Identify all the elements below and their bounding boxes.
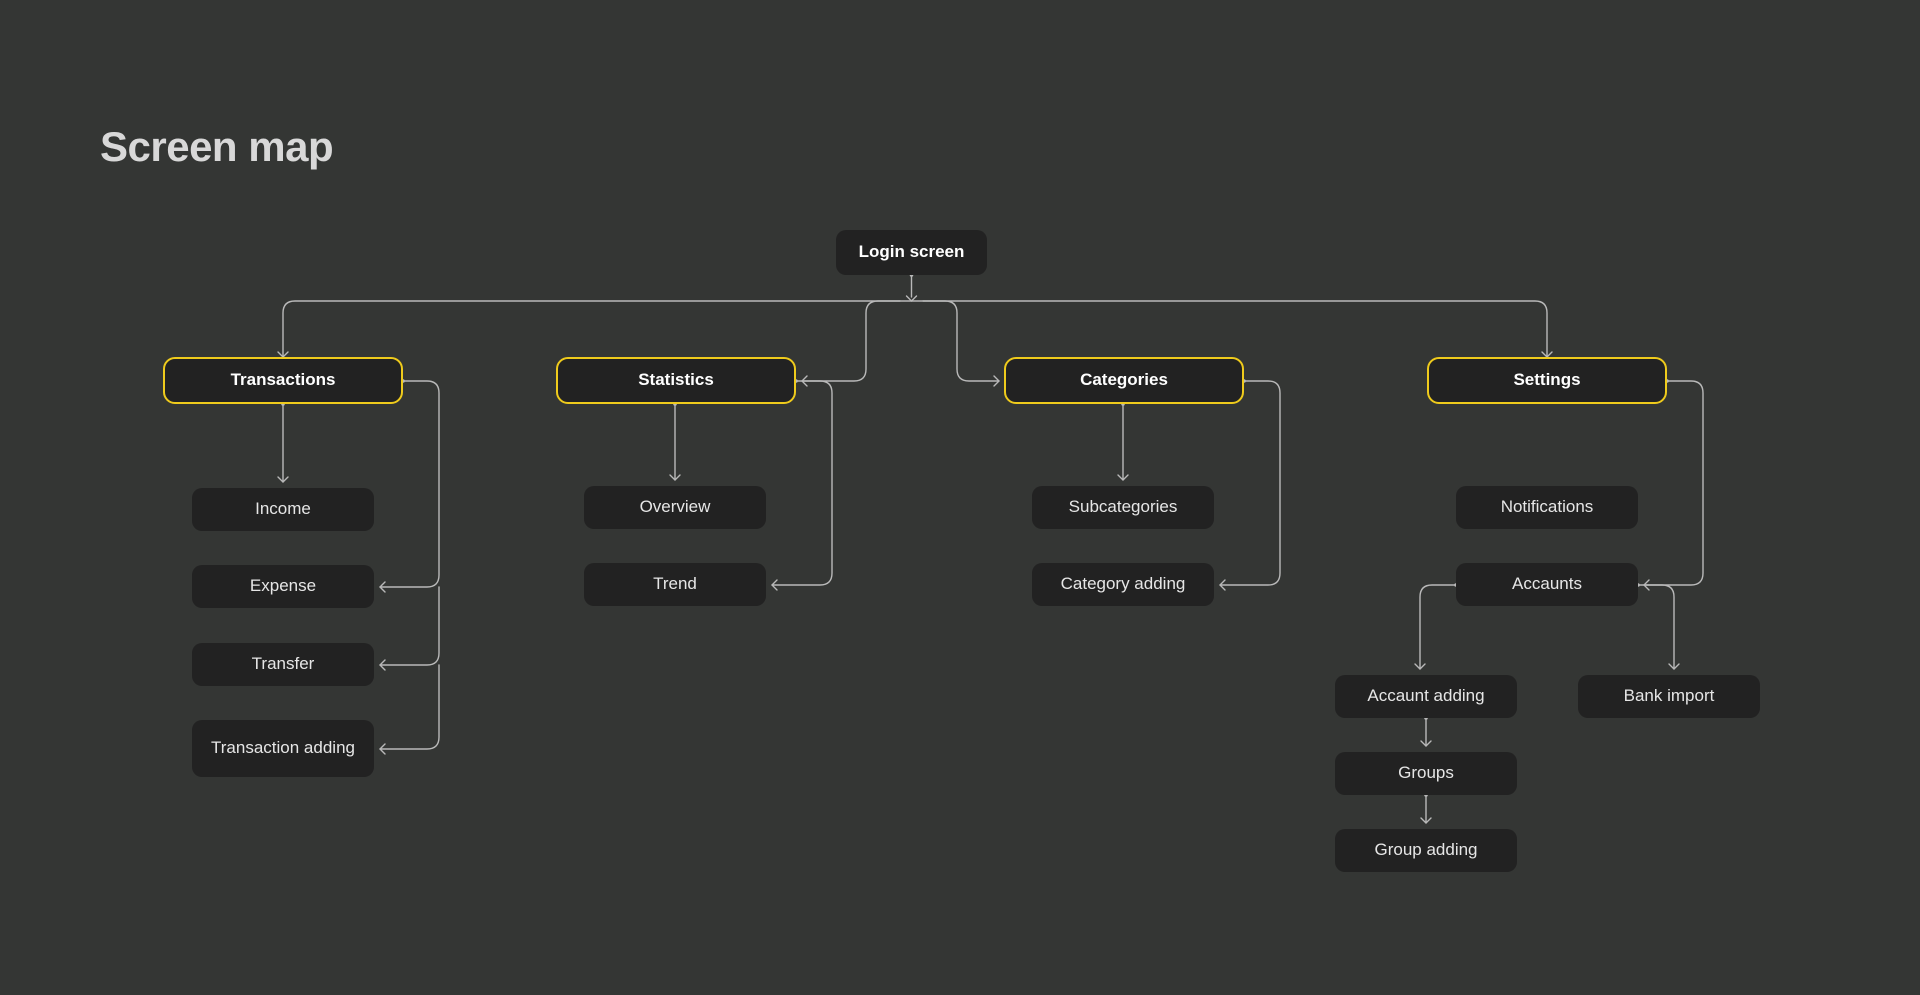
node-accaunts[interactable]: Accaunts [1456, 563, 1638, 606]
connector-arrowhead [1668, 663, 1680, 670]
node-group_add[interactable]: Group adding [1335, 829, 1517, 872]
connector-arrowhead [379, 743, 386, 755]
node-subcategories[interactable]: Subcategories [1032, 486, 1214, 529]
connector-arrowhead [993, 375, 1000, 387]
node-label: Trend [653, 574, 697, 594]
node-login[interactable]: Login screen [836, 230, 987, 275]
node-transfer[interactable]: Transfer [192, 643, 374, 686]
node-accaunt_add[interactable]: Accaunt adding [1335, 675, 1517, 718]
connector-arrowhead [1420, 740, 1432, 747]
connector-arrowhead [1420, 817, 1432, 824]
node-label: Accaunt adding [1367, 686, 1485, 706]
connector-arrowhead [1117, 474, 1129, 481]
connector-arrowhead [801, 375, 808, 387]
node-label: Login screen [858, 242, 965, 262]
connector-arrowhead [379, 581, 386, 593]
node-trend[interactable]: Trend [584, 563, 766, 606]
node-label: Notifications [1500, 497, 1594, 517]
connector-path [1219, 380, 1281, 586]
connector-arrowhead [669, 474, 681, 481]
connector-path [379, 586, 440, 666]
node-label: Transactions [230, 370, 336, 390]
connector-path [1419, 584, 1457, 670]
connector-arrowhead [1643, 579, 1650, 591]
connector-path [282, 300, 901, 358]
node-label: Accaunts [1512, 574, 1582, 594]
node-label: Groups [1398, 763, 1454, 783]
connector-path [922, 300, 1548, 358]
node-label: Subcategories [1068, 497, 1178, 517]
node-label: Bank import [1623, 686, 1715, 706]
node-groups[interactable]: Groups [1335, 752, 1517, 795]
connector-path [771, 380, 833, 586]
connector-arrowhead [1219, 579, 1226, 591]
node-category_add[interactable]: Category adding [1032, 563, 1214, 606]
node-label: Transfer [251, 654, 315, 674]
connector-path [379, 664, 440, 750]
node-income[interactable]: Income [192, 488, 374, 531]
connector-path [801, 300, 913, 382]
node-label: Transaction adding [211, 738, 355, 758]
node-overview[interactable]: Overview [584, 486, 766, 529]
connector-path [910, 300, 1000, 382]
node-label: Overview [639, 497, 711, 517]
connector-arrowhead [771, 579, 778, 591]
node-categories[interactable]: Categories [1004, 357, 1244, 404]
node-bank_import[interactable]: Bank import [1578, 675, 1760, 718]
node-settings[interactable]: Settings [1427, 357, 1667, 404]
connector-path [1643, 380, 1704, 586]
node-label: Income [255, 499, 311, 519]
connector-arrowhead [277, 476, 289, 483]
connector-arrowhead [1414, 663, 1426, 670]
node-statistics[interactable]: Statistics [556, 357, 796, 404]
node-label: Statistics [638, 370, 714, 390]
node-expense[interactable]: Expense [192, 565, 374, 608]
connector-path [1637, 584, 1675, 670]
node-notifications[interactable]: Notifications [1456, 486, 1638, 529]
node-label: Group adding [1374, 840, 1478, 860]
node-label: Category adding [1060, 574, 1186, 594]
connector-path [379, 380, 440, 588]
connector-arrowhead [905, 295, 918, 302]
page-title: Screen map [100, 123, 334, 170]
node-transactions[interactable]: Transactions [163, 357, 403, 404]
connector-arrowhead [379, 659, 386, 671]
node-label: Expense [249, 576, 317, 596]
node-transaction_add[interactable]: Transaction adding [192, 720, 374, 777]
node-label: Categories [1080, 370, 1168, 390]
node-label: Settings [1513, 370, 1581, 390]
